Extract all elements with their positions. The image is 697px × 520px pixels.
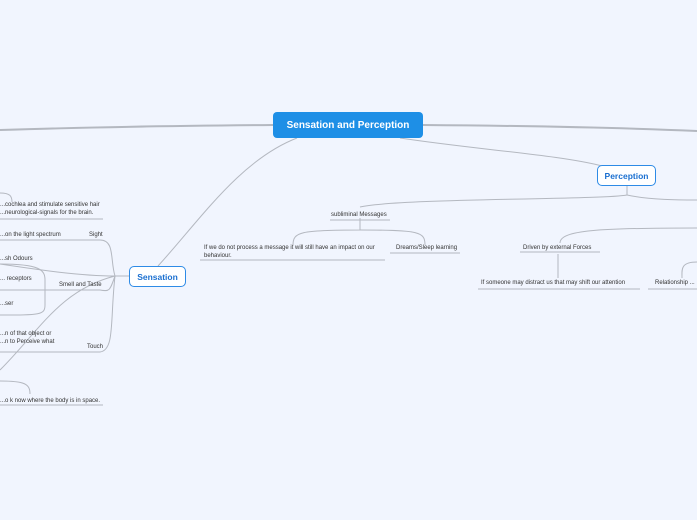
- relationship-text[interactable]: Relationship ...: [655, 280, 695, 286]
- subliminal-topic[interactable]: subliminal Messages: [331, 212, 387, 218]
- smell-other[interactable]: ...ser: [0, 301, 14, 307]
- smell-taste-topic[interactable]: Smell and Taste: [59, 282, 102, 288]
- sight-topic[interactable]: Sight: [89, 232, 103, 238]
- touch-detail[interactable]: ...n of that object or ...n to Perceive …: [0, 331, 55, 345]
- external-forces[interactable]: Driven by external Forces: [523, 245, 592, 251]
- subliminal-impact[interactable]: If we do not process a message it will s…: [204, 245, 375, 259]
- smell-odours[interactable]: ...sh Odours: [0, 256, 33, 262]
- touch-topic[interactable]: Touch: [87, 344, 104, 350]
- sensation-node[interactable]: Sensation: [129, 266, 186, 287]
- distract-text[interactable]: If someone may distract us that may shif…: [481, 280, 626, 286]
- sight-detail[interactable]: ...on the light spectrum: [0, 232, 61, 238]
- body-space-text[interactable]: ...o k now where the body is in space.: [0, 398, 101, 404]
- perception-node[interactable]: Perception: [597, 165, 656, 186]
- central-topic[interactable]: Sensation and Perception: [273, 112, 423, 138]
- dreams-sleep[interactable]: Dreams/Sleep learning: [396, 245, 458, 251]
- hearing-text[interactable]: ...cochlea and stimulate sensitive hair …: [0, 202, 100, 216]
- smell-receptors[interactable]: ... receptors: [0, 276, 32, 282]
